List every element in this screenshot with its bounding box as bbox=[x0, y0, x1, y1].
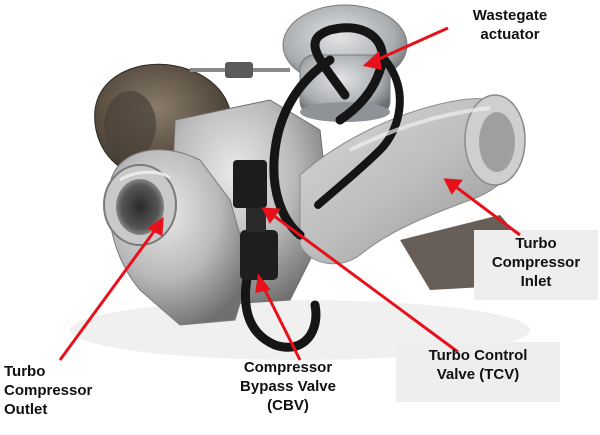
inlet-arrow bbox=[451, 182, 521, 237]
cbv-arrowhead bbox=[255, 273, 271, 293]
tcv-arrow bbox=[269, 211, 459, 354]
outlet-arrowhead bbox=[147, 217, 164, 237]
turbo-control-valve-label: Turbo Control Valve (TCV) bbox=[428, 347, 528, 383]
inlet-arrowhead bbox=[443, 178, 463, 195]
wastegate-arrow bbox=[371, 26, 449, 64]
wastegate-actuator-label: Wastegate actuator bbox=[472, 7, 548, 43]
tcv-arrowhead bbox=[261, 207, 281, 224]
outlet-arrow bbox=[58, 225, 160, 361]
callout-arrows bbox=[58, 26, 521, 361]
wastegate-arrowhead bbox=[362, 50, 382, 70]
cbv-arrow bbox=[260, 283, 302, 361]
turbo-compressor-inlet-label: Turbo Compressor Inlet bbox=[491, 235, 581, 290]
tcv-label-box bbox=[396, 342, 560, 402]
turbo-compressor-outlet-label: Turbo Compressor Outlet bbox=[4, 363, 93, 418]
inlet-label-box bbox=[474, 230, 598, 300]
compressor-bypass-valve-label: Compressor Bypass Valve (CBV) bbox=[240, 359, 336, 414]
